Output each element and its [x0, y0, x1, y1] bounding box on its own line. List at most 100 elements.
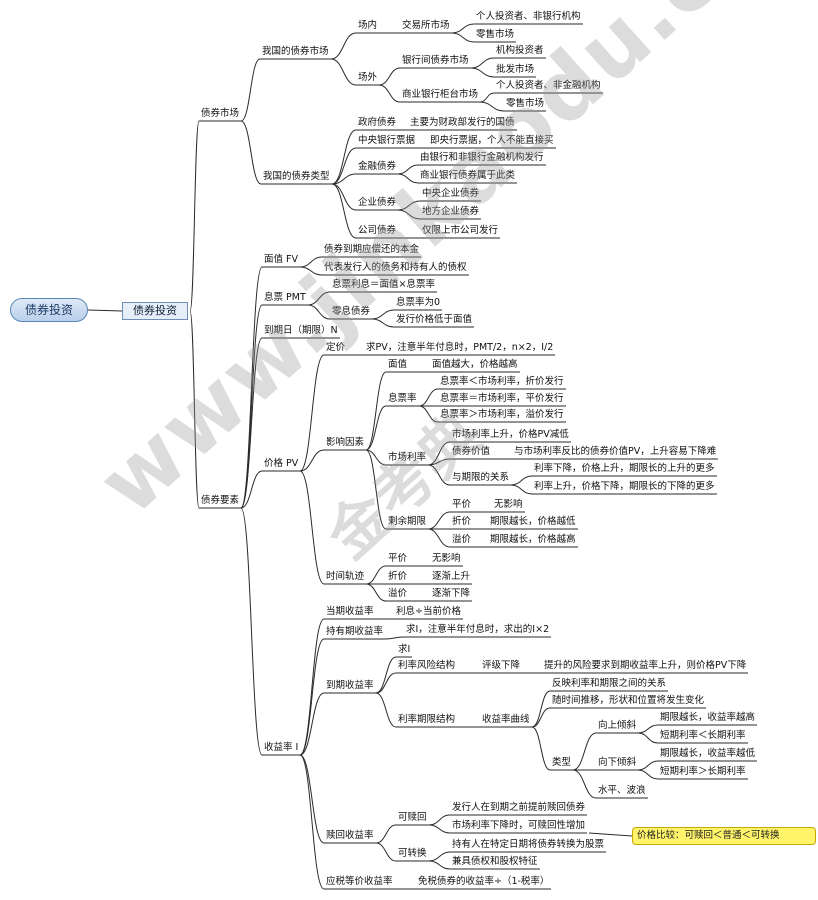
node-cb-bills[interactable]: 中央银行票据 [358, 135, 416, 146]
node-gov-bonds-desc: 主要为财政部发行的国债 [410, 117, 515, 128]
node-maturity[interactable]: 到期日（期限）N [264, 325, 338, 336]
node-zero-coupon-desc-1: 息票率为0 [396, 297, 441, 308]
node-downgrade[interactable]: 评级下降 [482, 660, 521, 671]
node-fin-bonds[interactable]: 金融债券 [358, 161, 397, 172]
main-topic-node[interactable]: 债券投资 [122, 302, 188, 320]
node-hpr[interactable]: 持有期收益率 [326, 626, 384, 637]
node-curve-type[interactable]: 类型 [552, 757, 572, 768]
node-par-1[interactable]: 平价 [452, 499, 472, 510]
node-individual-nonfin[interactable]: 个人投资者、非金融机构 [496, 80, 601, 91]
node-yield-curve[interactable]: 收益率曲线 [482, 714, 530, 725]
node-exchange-market[interactable]: 交易所市场 [402, 20, 450, 31]
node-cb-bills-desc: 即央行票据，个人不能直接买 [430, 135, 554, 146]
node-face-desc: 面值越大，价格越高 [432, 359, 518, 370]
node-tax-equivalent[interactable]: 应税等价收益率 [326, 876, 393, 887]
node-flat-wavy[interactable]: 水平、波浪 [598, 785, 646, 796]
node-price[interactable]: 价格 PV [264, 458, 299, 469]
node-face-value-desc-2: 代表发行人的债务和持有人的债权 [324, 262, 467, 273]
node-discount-1[interactable]: 折价 [452, 516, 472, 527]
node-premium-1[interactable]: 溢价 [452, 534, 472, 545]
node-face-value[interactable]: 面值 FV [264, 254, 298, 265]
node-discount-2[interactable]: 折价 [388, 571, 408, 582]
node-pricing[interactable]: 定价 [326, 342, 346, 353]
node-bond-elements[interactable]: 债券要素 [201, 495, 240, 506]
node-term-structure[interactable]: 利率期限结构 [398, 714, 456, 725]
node-corporate-bonds[interactable]: 公司债券 [358, 225, 397, 236]
node-pricing-desc: 求PV，注意半年付息时，PMT/2，n×2，I/2 [366, 342, 554, 353]
node-convertible[interactable]: 可转换 [398, 848, 427, 859]
node-market-rate[interactable]: 市场利率 [388, 452, 427, 463]
node-zero-coupon[interactable]: 零息债券 [332, 306, 371, 317]
node-cn-bond-types[interactable]: 我国的债券类型 [263, 171, 330, 182]
node-individual-investors[interactable]: 个人投资者、非银行机构 [476, 11, 581, 22]
node-callable-desc-1: 发行人在到期之前提前赎回债券 [452, 802, 586, 813]
node-otc[interactable]: 场外 [358, 72, 378, 83]
node-downward-desc-2: 短期利率＞长期利率 [660, 766, 746, 777]
node-local-enterprise[interactable]: 地方企业债券 [422, 206, 480, 217]
node-bond-market[interactable]: 债券市场 [201, 108, 240, 119]
node-gov-bonds[interactable]: 政府债券 [358, 117, 397, 128]
node-risk-structure[interactable]: 利率风险结构 [398, 660, 456, 671]
node-downward[interactable]: 向下倾斜 [598, 757, 637, 768]
node-wholesale-market[interactable]: 批发市场 [496, 64, 535, 75]
node-downward-desc-1: 期限越长，收益率越低 [660, 748, 756, 759]
node-term-relation-desc-2: 利率上升，价格下降，期限长的下降的更多 [534, 481, 715, 492]
node-par-2[interactable]: 平价 [388, 553, 408, 564]
node-upward[interactable]: 向上倾斜 [598, 720, 637, 731]
node-callable[interactable]: 可赎回 [398, 812, 427, 823]
node-hpr-desc: 求I，注意半年付息时，求出的I×2 [406, 624, 550, 635]
node-retail-market[interactable]: 零售市场 [476, 29, 515, 40]
node-premium-2[interactable]: 溢价 [388, 588, 408, 599]
node-par-2-desc: 无影响 [432, 553, 461, 564]
node-bond-value-desc: 与市场利率反比的债券价值PV，上升容易下降难 [514, 446, 717, 457]
node-face[interactable]: 面值 [388, 359, 408, 370]
node-solve-i[interactable]: 求I [398, 644, 411, 655]
node-time-path[interactable]: 时间轨迹 [326, 571, 365, 582]
node-cn-bond-market[interactable]: 我国的债券市场 [262, 46, 329, 57]
node-fin-bonds-desc-2: 商业银行债券属于此类 [420, 170, 516, 181]
node-term-relation-desc-1: 利率下降，价格上升，期限长的上升的更多 [534, 463, 715, 474]
node-par-1-desc: 无影响 [494, 499, 523, 510]
node-market-rate-desc-1: 市场利率上升，价格PV减低 [452, 429, 569, 440]
node-coupon-rate[interactable]: 息票率 [388, 393, 417, 404]
node-yield[interactable]: 收益率 I [264, 742, 299, 753]
node-yield-curve-desc-1: 反映利率和期限之间的关系 [552, 678, 667, 689]
node-downgrade-desc: 提升的风险要求到期收益率上升，则价格PV下降 [544, 660, 747, 671]
node-interbank-market[interactable]: 银行间债券市场 [402, 55, 469, 66]
node-term-relation[interactable]: 与期限的关系 [452, 472, 510, 483]
node-institutional-investors[interactable]: 机构投资者 [496, 45, 544, 56]
node-coupon-rate-desc-1: 息票率＜市场利率，折价发行 [440, 376, 564, 387]
node-remaining-term[interactable]: 剩余期限 [388, 516, 427, 527]
node-factors[interactable]: 影响因素 [326, 437, 365, 448]
node-tax-equivalent-desc: 免税债券的收益率÷（1-税率） [418, 876, 550, 887]
node-exchange-floor[interactable]: 场内 [358, 20, 378, 31]
node-callable-desc-2: 市场利率下降时，可赎回性增加 [452, 820, 586, 831]
node-enterprise-bonds[interactable]: 企业债券 [358, 197, 397, 208]
node-retail-market-2[interactable]: 零售市场 [506, 98, 545, 109]
node-coupon[interactable]: 息票 PMT [264, 292, 306, 303]
node-current-yield-desc: 利息÷当前价格 [396, 606, 461, 617]
node-current-yield[interactable]: 当期收益率 [326, 606, 374, 617]
node-central-enterprise[interactable]: 中央企业债券 [422, 188, 480, 199]
node-convertible-desc-2: 兼具债权和股权特征 [452, 856, 538, 867]
node-bond-value[interactable]: 债券价值 [452, 446, 491, 457]
node-yield-curve-desc-2: 随时间推移，形状和位置将发生变化 [552, 695, 705, 706]
node-coupon-desc: 息票利息＝面值×息票率 [332, 279, 435, 290]
root-node[interactable]: 债券投资 [10, 298, 88, 322]
node-fin-bonds-desc-1: 由银行和非银行金融机构发行 [420, 152, 544, 163]
node-convertible-desc-1: 持有人在特定日期将债券转换为股票 [452, 839, 605, 850]
node-upward-desc-2: 短期利率＜长期利率 [660, 730, 746, 741]
node-coupon-rate-desc-3: 息票率＞市场利率，溢价发行 [440, 409, 564, 420]
node-coupon-rate-desc-2: 息票率＝市场利率，平价发行 [440, 393, 564, 404]
node-zero-coupon-desc-2: 发行价格低于面值 [396, 314, 473, 325]
node-ytm[interactable]: 到期收益率 [326, 680, 374, 691]
node-discount-2-desc: 逐渐上升 [432, 571, 471, 582]
node-bank-counter-market[interactable]: 商业银行柜台市场 [402, 89, 479, 100]
node-premium-1-desc: 期限越长，价格越高 [490, 534, 576, 545]
node-premium-2-desc: 逐渐下降 [432, 588, 471, 599]
node-discount-1-desc: 期限越长，价格越低 [490, 516, 576, 527]
node-ytc[interactable]: 赎回收益率 [326, 830, 374, 841]
node-face-value-desc-1: 债券到期应偿还的本金 [324, 244, 420, 255]
